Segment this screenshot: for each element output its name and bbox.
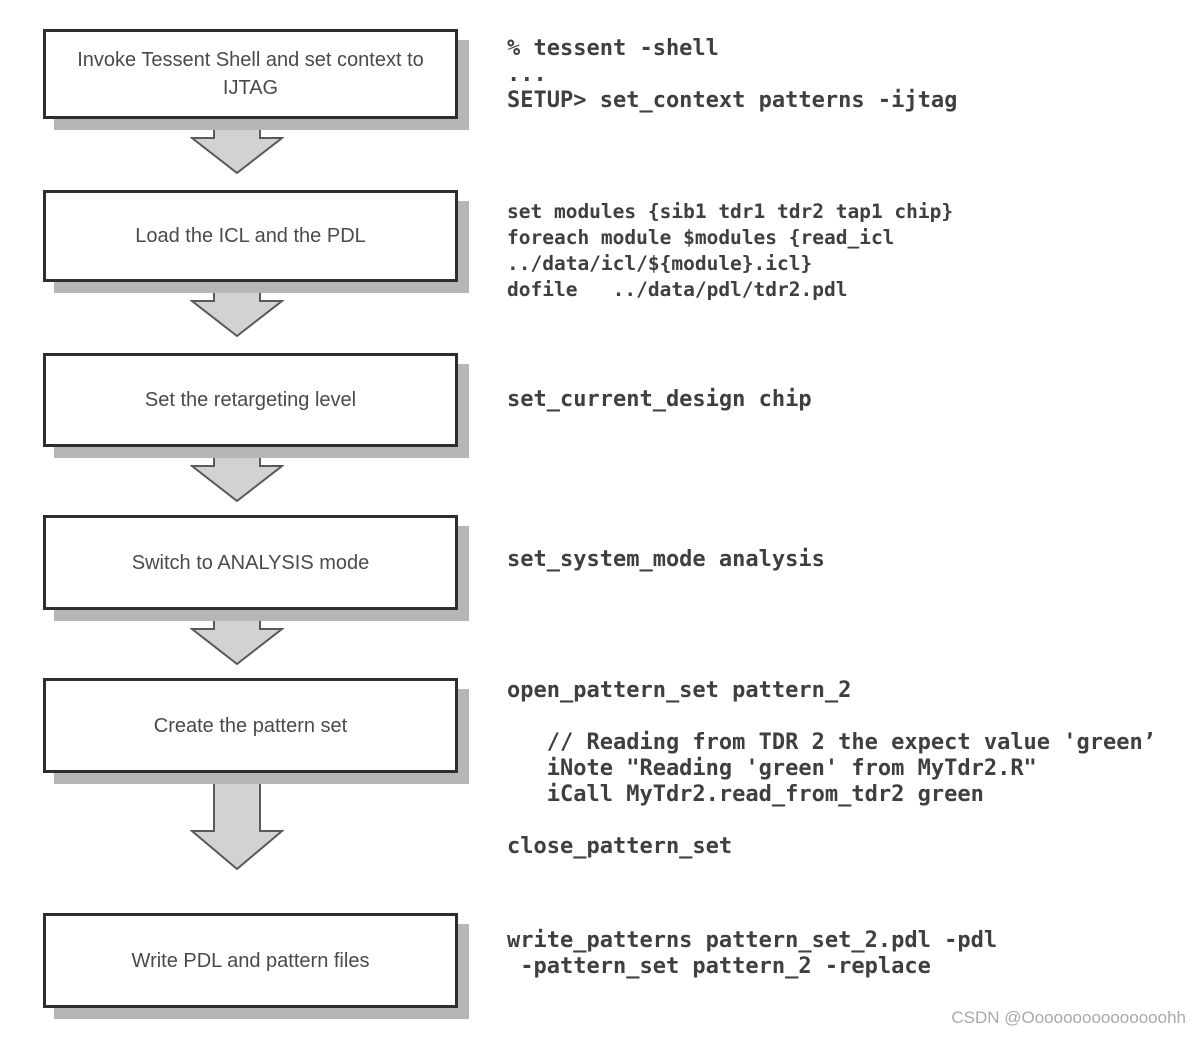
down-arrow-icon	[190, 445, 284, 502]
code-block-write-pdl-pattern-files: write_patterns pattern_set_2.pdl -pdl -p…	[507, 928, 998, 979]
flow-box-label: Create the pattern set	[153, 714, 348, 737]
code-block-create-pattern-set: open_pattern_set pattern_2 // Reading fr…	[507, 678, 1157, 859]
down-arrow-icon	[190, 280, 284, 337]
flow-box-load-icl-pdl: Load the ICL and the PDL	[43, 190, 458, 282]
down-arrow-icon	[190, 608, 284, 665]
code-block-switch-analysis-mode: set_system_mode analysis	[507, 547, 825, 572]
flow-box-invoke-tessent-shell: Invoke Tessent Shell and set context to …	[43, 29, 458, 119]
csdn-watermark: CSDN @Ooooooooooooooohh	[951, 1008, 1186, 1027]
code-block-load-icl-pdl: set modules {sib1 tdr1 tdr2 tap1 chip} f…	[507, 200, 954, 301]
flow-box-write-pdl-pattern-files: Write PDL and pattern files	[43, 913, 458, 1008]
flow-box-label: Invoke Tessent Shell and set context to …	[77, 49, 424, 99]
flow-box-switch-analysis-mode: Switch to ANALYSIS mode	[43, 515, 458, 610]
code-block-invoke-tessent-shell: % tessent -shell ... SETUP> set_context …	[507, 36, 958, 113]
flow-box-label: Switch to ANALYSIS mode	[131, 551, 370, 574]
flow-box-label: Set the retargeting level	[144, 389, 357, 411]
code-block-set-retargeting-level: set_current_design chip	[507, 387, 812, 412]
flow-box-set-retargeting-level: Set the retargeting level	[43, 353, 458, 447]
flow-box-label: Load the ICL and the PDL	[135, 225, 366, 247]
flow-box-label: Write PDL and pattern files	[131, 949, 370, 972]
down-arrow-icon	[190, 771, 284, 870]
down-arrow-icon	[190, 117, 284, 174]
flow-box-create-pattern-set: Create the pattern set	[43, 678, 458, 773]
